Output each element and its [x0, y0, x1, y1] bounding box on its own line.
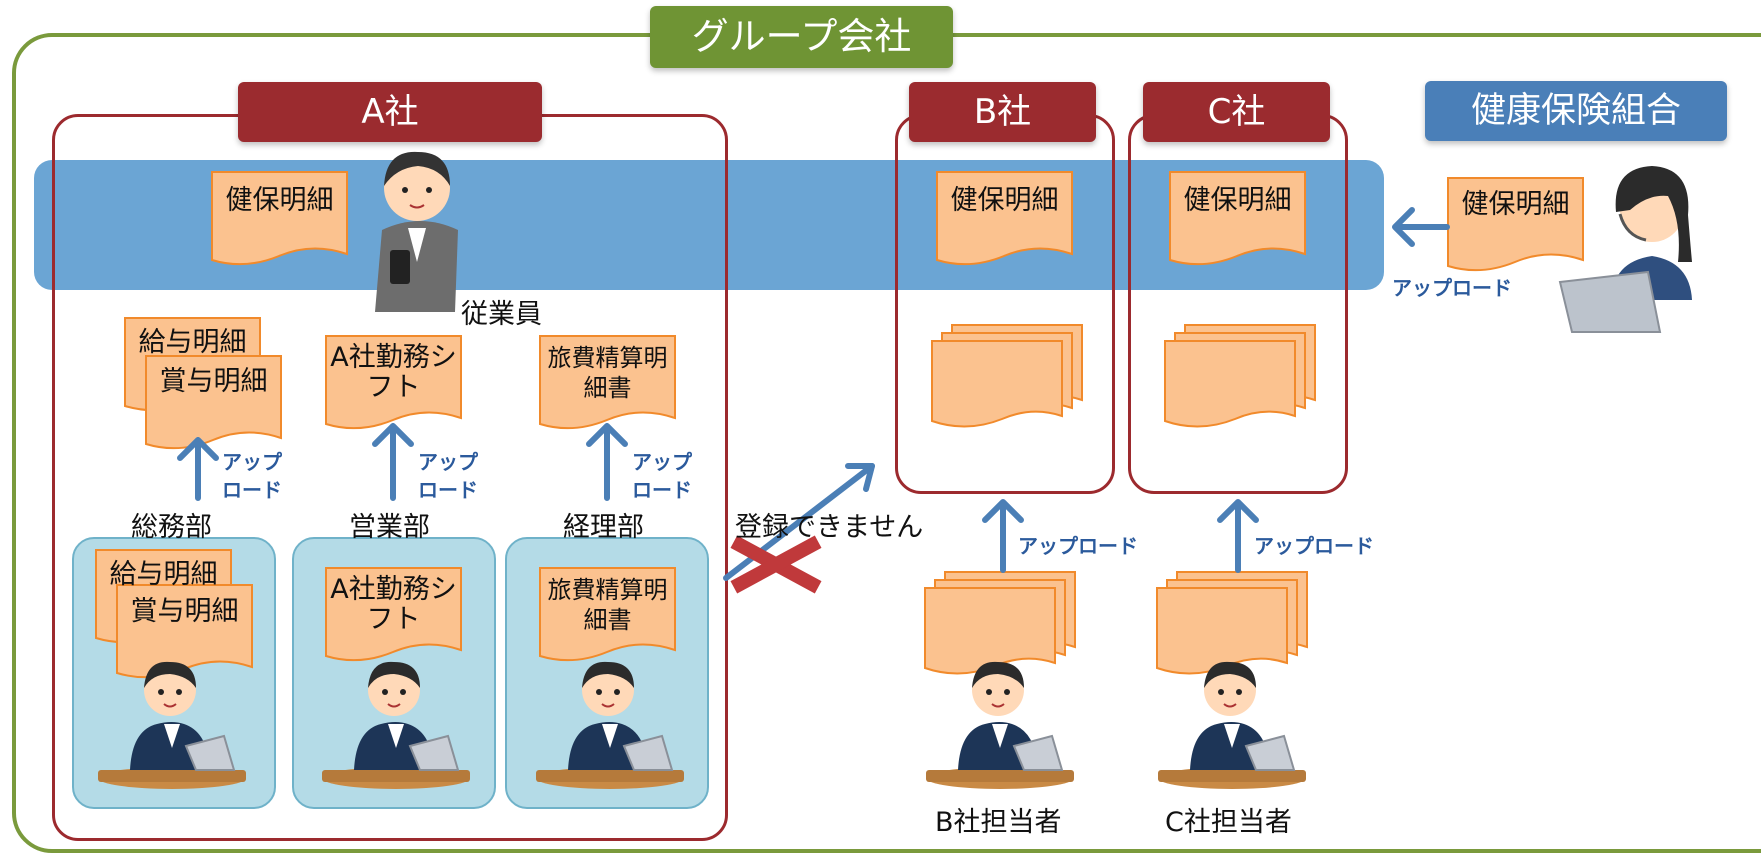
dept-keiri-label: 経理部 — [563, 512, 644, 543]
worker-soumu — [97, 660, 247, 790]
insurer-upload-label: アップロード — [1392, 276, 1512, 300]
insurer-upload-arrow — [1392, 207, 1450, 247]
upload-arrows-a — [177, 423, 628, 501]
c-person-label: C社担当者 — [1165, 807, 1292, 838]
doc-kenpo-c-label: 健保明細 — [1183, 185, 1292, 216]
docs-stack-b — [931, 324, 1083, 428]
docs-stack-c — [1164, 324, 1316, 428]
employee-figure — [375, 151, 458, 312]
doc-kyuyo-upper-label: 給与明細 — [138, 327, 247, 358]
employee-label: 従業員 — [461, 299, 542, 330]
dept-soumu-label: 総務部 — [131, 512, 212, 543]
company-b-title: B社 — [909, 82, 1096, 142]
insurer-operator — [1558, 166, 1692, 333]
worker-eigyo — [321, 660, 471, 790]
docs-stack-b-person — [924, 571, 1076, 675]
group-company-title: グループ会社 — [650, 6, 953, 68]
doc-shift-dept-label: A社勤務シフト — [330, 574, 457, 635]
doc-shoyo-dept-label: 賞与明細 — [130, 596, 239, 627]
docs-stack-c-person — [1156, 571, 1308, 675]
doc-kenpo-a-label: 健保明細 — [225, 185, 334, 216]
doc-ryohi-upper-label: 旅費精算明細書 — [547, 344, 668, 402]
worker-c — [1157, 660, 1307, 790]
company-a-title: A社 — [238, 82, 542, 142]
cross-mark — [730, 535, 822, 594]
doc-kenpo-b-label: 健保明細 — [950, 185, 1059, 216]
worker-keiri — [535, 660, 685, 790]
health-insurance-title: 健康保険組合 — [1425, 81, 1727, 141]
upload-arrows-bc — [982, 499, 1259, 573]
b-upload-label: アップロード — [1018, 534, 1138, 558]
company-c-title: C社 — [1143, 82, 1330, 142]
c-upload-label: アップロード — [1254, 534, 1374, 558]
doc-shoyo-upper-label: 賞与明細 — [159, 366, 268, 397]
dept-eigyo-upload-label: アップロード — [418, 450, 478, 502]
dept-eigyo-label: 営業部 — [349, 512, 430, 543]
dept-keiri-upload-label: アップロード — [632, 450, 692, 502]
b-person-label: B社担当者 — [935, 807, 1062, 838]
doc-ryohi-dept-label: 旅費精算明細書 — [547, 576, 668, 634]
doc-kenpo-insurer-label: 健保明細 — [1461, 189, 1570, 220]
cannot-register-label: 登録できません — [735, 512, 924, 543]
dept-soumu-upload-label: アップロード — [222, 450, 282, 502]
worker-b — [925, 660, 1075, 790]
blocked-arrow — [723, 463, 875, 581]
doc-kyuyo-dept-label: 給与明細 — [109, 559, 218, 590]
doc-shift-upper-label: A社勤務シフト — [330, 342, 457, 403]
